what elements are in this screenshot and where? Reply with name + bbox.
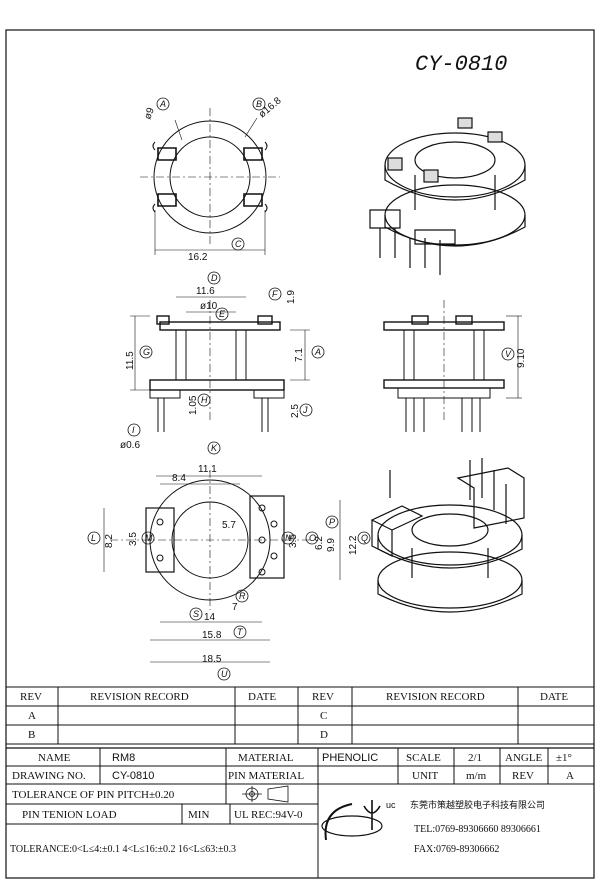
tb-drawing-label: DRAWING NO. [12, 770, 86, 782]
label-bubbles-top [156, 97, 266, 251]
label-h: H [201, 395, 208, 405]
label-bubbles-bottom [87, 441, 371, 681]
label-n: N [285, 533, 292, 543]
tb-scale-value: 2/1 [468, 752, 482, 764]
tb-material-value: PHENOLIC [322, 752, 378, 764]
rev-row-b: B [28, 729, 35, 741]
rev-header-1: REV [20, 691, 42, 703]
dim-front-flange: 11.6 [196, 286, 215, 297]
label-c: C [235, 239, 242, 249]
label-e: E [219, 309, 226, 319]
tb-unit-value: m/m [466, 770, 487, 782]
dim-bot-15-8: 15.8 [202, 630, 222, 641]
tb-angle-value: ±1° [556, 752, 572, 764]
tb-pitch-tolerance: TOLERANCE OF PIN PITCH±0.20 [12, 789, 175, 801]
tb-ul: UL REC:94V-0 [234, 809, 303, 821]
rev-header-3: DATE [248, 691, 276, 703]
rev-row-c: C [320, 710, 327, 722]
dim-front-winding: 7.1 [294, 348, 305, 362]
label-m: M [145, 533, 153, 543]
label-t: T [237, 627, 244, 637]
tb-scale-label: SCALE [406, 752, 441, 764]
dim-top-width: 16.2 [188, 252, 208, 263]
tb-name-label: NAME [38, 752, 71, 764]
top-view [140, 108, 280, 255]
rev-row-d: D [320, 729, 328, 741]
projection-symbol-icon [242, 785, 289, 803]
company-logo-icon [321, 800, 383, 841]
company-fax: FAX:0769-89306662 [414, 844, 499, 855]
iso-view-top [369, 117, 526, 275]
label-bubble-v [501, 347, 515, 361]
dim-bot-7: 7 [232, 602, 238, 613]
label-s: S [193, 609, 199, 619]
rev-row-a: A [28, 710, 36, 722]
rev-header-4: REV [312, 691, 334, 703]
dim-bot-6-2: 6.2 [314, 536, 325, 550]
label-j: J [302, 405, 308, 415]
tb-rev-value: A [566, 770, 574, 782]
rev-header-6: DATE [540, 691, 568, 703]
dim-bot-3-5a: 3.5 [128, 532, 139, 546]
dim-bot-5-7: 5.7 [222, 520, 236, 531]
dim-bot-18-5: 18.5 [202, 654, 222, 665]
company-name: 东莞市策越塑胶电子科技有限公司 [410, 799, 545, 811]
dim-front-pin-dia: ø0.6 [120, 440, 140, 451]
dim-front-wall: 1.05 [188, 395, 199, 415]
label-f: F [272, 289, 278, 299]
tb-rev-label: REV [512, 770, 534, 782]
dim-bot-8-2: 8.2 [104, 534, 115, 548]
tb-pin-material-label: PIN MATERIAL [228, 770, 304, 782]
dim-front-pin-len: 2.5 [290, 404, 301, 418]
company-tel: TEL:0769-89306660 89306661 [414, 824, 541, 835]
dim-bot-9-9: 9.9 [326, 538, 337, 552]
label-i: I [132, 425, 135, 435]
sheet-border [5, 29, 595, 879]
rev-header-2: REVISION RECORD [90, 691, 189, 703]
label-r: R [239, 591, 246, 601]
tb-angle-label: ANGLE [505, 752, 543, 764]
tb-material-label: MATERIAL [238, 752, 294, 764]
iso-view-bottom [370, 458, 525, 613]
dim-top-inner-dia: ø9 [142, 106, 156, 121]
tb-unit-label: UNIT [412, 770, 439, 782]
dim-bot-8-4: 8.4 [172, 473, 186, 484]
dim-front-flange-thk: 1.9 [286, 290, 297, 304]
revision-table [6, 686, 594, 745]
drawing-title: CY-0810 [415, 52, 507, 77]
side-view [383, 300, 522, 432]
label-o: O [309, 533, 316, 543]
dim-front-core-dia: ø10 [200, 301, 218, 312]
label-bubbles-front [127, 271, 325, 437]
label-v: V [505, 349, 512, 359]
tb-drawing-value: CY-0810 [112, 770, 154, 782]
tb-tolerance: TOLERANCE:0<L≤4:±0.1 4<L≤16:±0.2 16<L≤63… [10, 844, 236, 855]
dim-bot-14: 14 [204, 612, 216, 623]
dim-front-height: 11.5 [125, 351, 136, 370]
dim-bot-11-1: 11.1 [198, 464, 217, 475]
label-d: D [211, 273, 218, 283]
bottom-view [103, 470, 341, 663]
dim-side-height: 9.10 [516, 348, 527, 368]
tb-tension-label: PIN TENION LOAD [22, 809, 117, 821]
front-view [130, 296, 310, 432]
label-u: U [221, 669, 228, 679]
label-a: A [159, 99, 166, 109]
label-q: Q [361, 533, 368, 543]
label-b: B [256, 99, 262, 109]
tb-tension-value: MIN [188, 809, 209, 821]
label-l: L [91, 533, 96, 543]
label-k: K [211, 443, 218, 453]
label-g: G [143, 347, 150, 357]
dim-bot-12-2: 12.2 [348, 535, 359, 555]
label-a2: A [314, 347, 321, 357]
logo-text: uc [386, 800, 396, 810]
rev-header-5: REVISION RECORD [386, 691, 485, 703]
label-p: P [329, 517, 335, 527]
tb-name-value: RM8 [112, 752, 135, 764]
title-block [6, 747, 594, 878]
